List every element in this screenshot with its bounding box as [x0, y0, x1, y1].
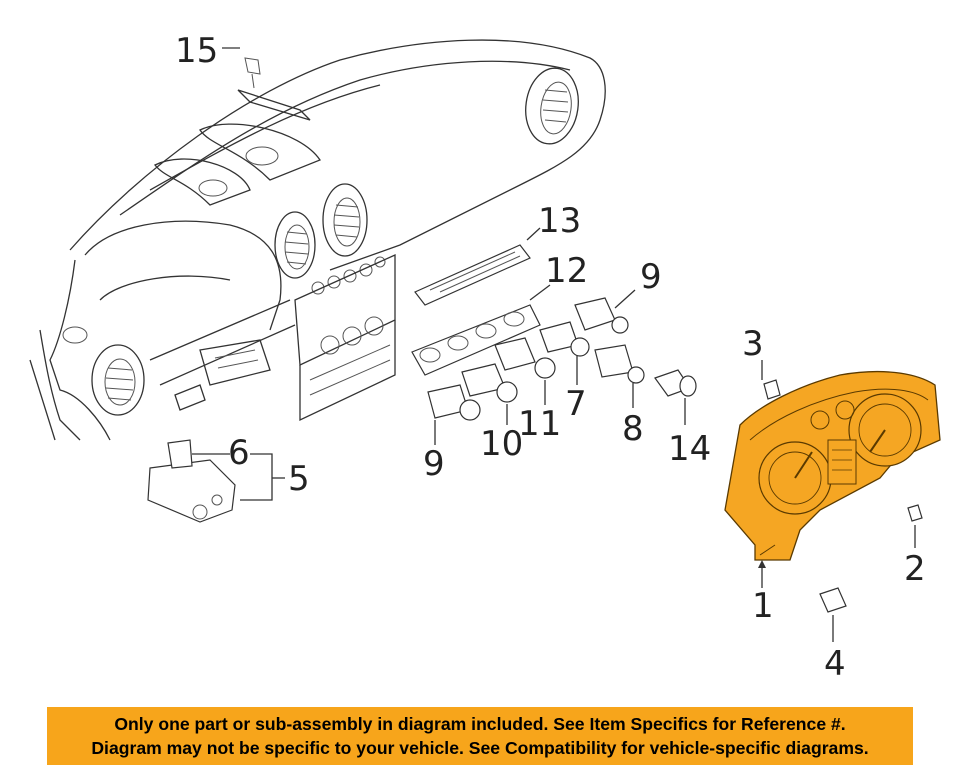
callout-14: 14	[668, 429, 711, 469]
callout-5: 5	[288, 459, 310, 499]
callout-12: 12	[545, 251, 588, 291]
switch-11	[494, 337, 556, 379]
callout-9b: 9	[423, 444, 445, 484]
callout-3: 3	[742, 324, 764, 364]
callout-8: 8	[622, 409, 644, 449]
switch-7	[539, 321, 590, 357]
callout-6: 6	[228, 433, 250, 473]
callout-1: 1	[752, 586, 774, 626]
callout-2: 2	[904, 549, 926, 589]
callout-10: 10	[480, 424, 523, 464]
dashboard-drawing	[29, 39, 606, 441]
callout-7: 7	[565, 384, 587, 424]
callout-13: 13	[538, 201, 581, 241]
bulb-14	[654, 369, 697, 397]
callout-15: 15	[175, 31, 218, 71]
switch-9-lower	[427, 384, 481, 421]
switch-9-upper	[574, 297, 629, 334]
disclaimer-banner: Only one part or sub-assembly in diagram…	[47, 707, 913, 765]
disclaimer-line-2: Diagram may not be specific to your vehi…	[91, 738, 869, 758]
callout-9a: 9	[640, 257, 662, 297]
callout-4: 4	[824, 644, 846, 684]
leader-lines	[192, 47, 916, 642]
instrument-cluster	[724, 370, 941, 561]
callout-11: 11	[518, 404, 561, 444]
switch-8	[594, 344, 645, 384]
disclaimer-line-1: Only one part or sub-assembly in diagram…	[114, 714, 846, 734]
switch-10	[461, 363, 518, 403]
small-parts-drawing	[147, 244, 923, 613]
